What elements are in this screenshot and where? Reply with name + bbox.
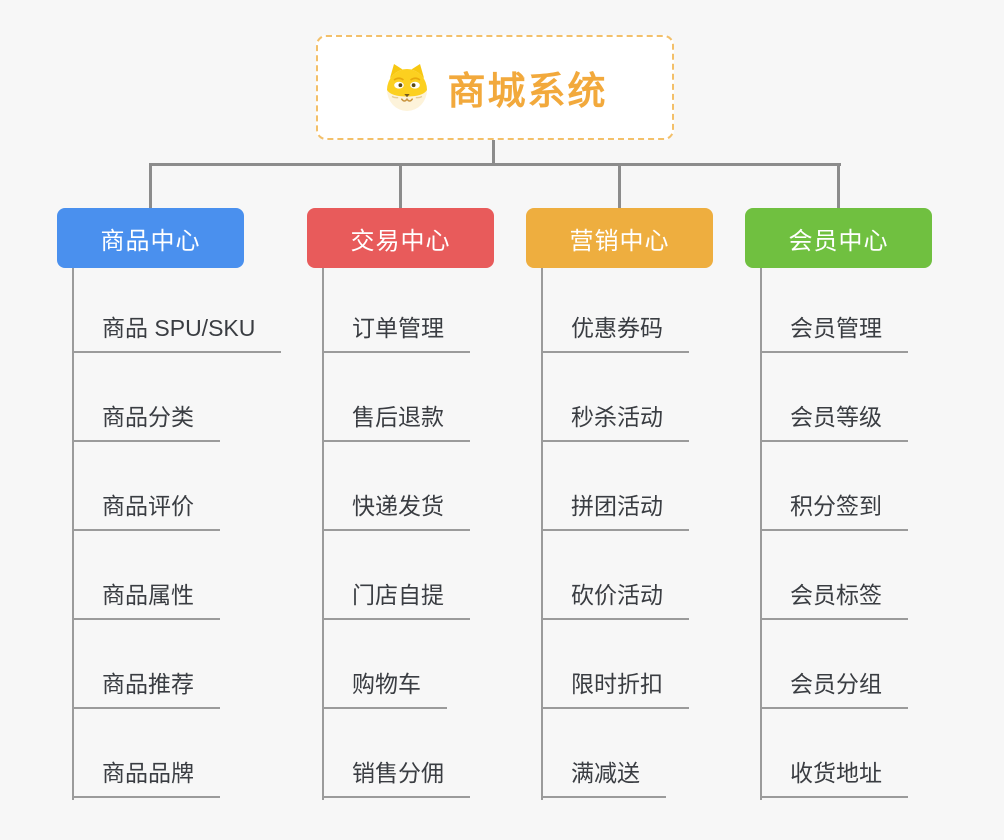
leaf-node[interactable]: 商品评价 [72, 490, 220, 531]
leaf-node[interactable]: 订单管理 [322, 312, 470, 353]
connector-horizontal-bar [149, 163, 841, 166]
root-title: 商城系统 [447, 71, 608, 113]
leaf-node[interactable]: 商品推荐 [72, 668, 220, 709]
leaf-node[interactable]: 售后退款 [322, 401, 470, 442]
leaf-node[interactable]: 收货地址 [760, 757, 908, 798]
connector-branch-drop [149, 163, 152, 208]
leaf-node[interactable]: 购物车 [322, 668, 447, 709]
leaf-node[interactable]: 销售分佣 [322, 757, 470, 798]
connector-branch-trunk [322, 268, 324, 800]
leaf-node[interactable]: 会员等级 [760, 401, 908, 442]
leaf-node[interactable]: 拼团活动 [541, 490, 689, 531]
dog-face-icon [387, 63, 428, 111]
leaf-node[interactable]: 快递发货 [322, 490, 470, 531]
leaf-node[interactable]: 秒杀活动 [541, 401, 689, 442]
leaf-node[interactable]: 商品属性 [72, 579, 220, 620]
leaf-node[interactable]: 积分签到 [760, 490, 908, 531]
leaf-node[interactable]: 门店自提 [322, 579, 470, 620]
leaf-node[interactable]: 优惠券码 [541, 312, 689, 353]
connector-branch-trunk [541, 268, 543, 800]
leaf-node[interactable]: 会员管理 [760, 312, 908, 353]
connector-branch-drop [399, 163, 402, 208]
branch-node-1[interactable]: 商品中心 [57, 208, 244, 268]
leaf-node[interactable]: 商品 SPU/SKU [72, 312, 282, 353]
branch-node-2[interactable]: 交易中心 [307, 208, 494, 268]
connector-branch-trunk [760, 268, 762, 800]
leaf-node[interactable]: 商品品牌 [72, 757, 220, 798]
leaf-node[interactable]: 限时折扣 [541, 668, 689, 709]
root-node[interactable]: 商城系统 [316, 35, 674, 140]
branch-node-4[interactable]: 会员中心 [745, 208, 932, 268]
leaf-node[interactable]: 商品分类 [72, 401, 220, 442]
connector-root-stem [492, 140, 495, 166]
leaf-node[interactable]: 满减送 [541, 757, 666, 798]
branch-node-3[interactable]: 营销中心 [526, 208, 713, 268]
leaf-node[interactable]: 会员分组 [760, 668, 908, 709]
leaf-node[interactable]: 砍价活动 [541, 579, 689, 620]
connector-branch-drop [618, 163, 621, 208]
connector-branch-trunk [72, 268, 74, 800]
leaf-node[interactable]: 会员标签 [760, 579, 908, 620]
connector-branch-drop [837, 163, 840, 208]
